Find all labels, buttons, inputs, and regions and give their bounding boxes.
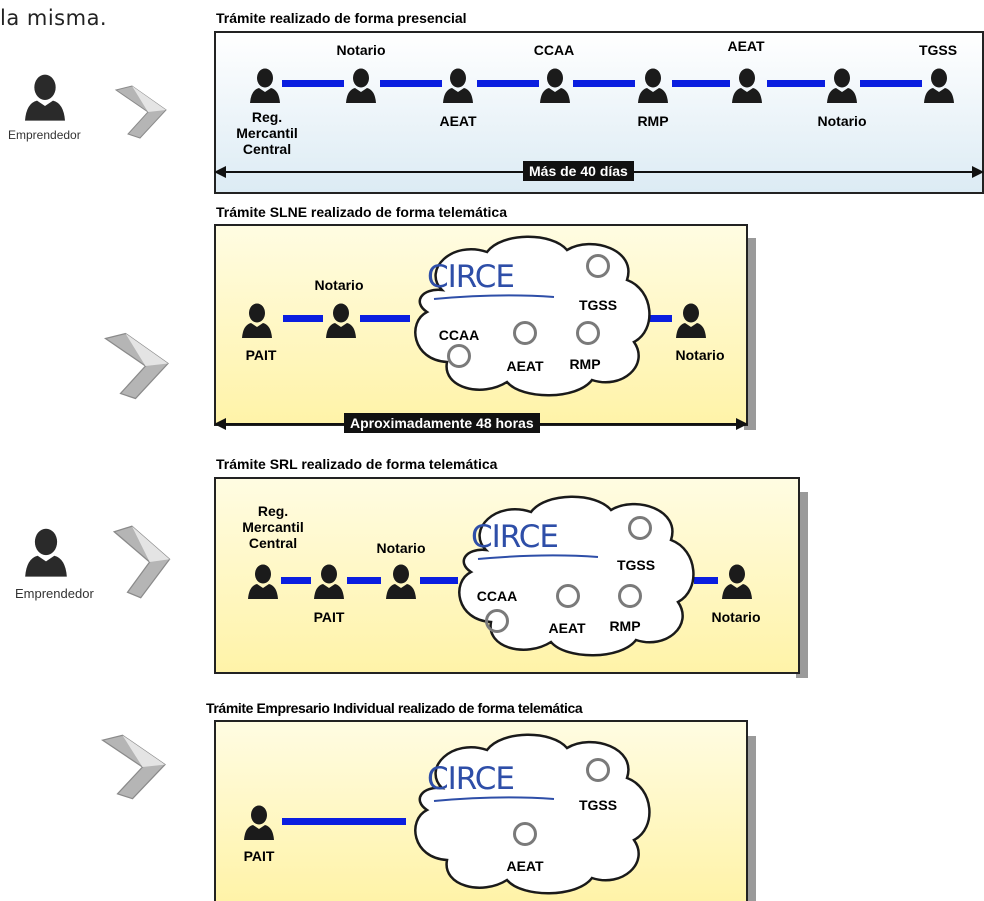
node-label-rmp: RMP (637, 113, 669, 129)
node-label-aeat: AEAT (506, 358, 544, 374)
node-label-reg-mercantil: Reg. Mercantil Central (242, 503, 304, 551)
link (672, 80, 730, 87)
person-icon (827, 68, 857, 103)
emprendedor-label: Emprendedor (8, 128, 81, 142)
node-label-notario: Notario (817, 113, 867, 129)
link (281, 577, 311, 584)
node-label-pait: PAIT (245, 347, 277, 363)
node-label-aeat: AEAT (548, 620, 586, 636)
node-circle (447, 344, 471, 368)
node-label-aeat: AEAT (439, 113, 477, 129)
node-label-rmp: RMP (609, 618, 641, 634)
circe-swoosh (433, 796, 555, 802)
node-label-ccaa: CCAA (533, 42, 575, 58)
arrow-icon (114, 85, 167, 139)
node-label-notario: Notario (314, 277, 364, 293)
duration-label: Más de 40 días (523, 161, 634, 181)
duration-label: Aproximadamente 48 horas (344, 413, 540, 433)
node-label-tgss: TGSS (578, 297, 618, 313)
link (573, 80, 635, 87)
link (694, 577, 718, 584)
link (477, 80, 539, 87)
link (282, 80, 344, 87)
circe-swoosh (433, 294, 555, 300)
person-icon (443, 68, 473, 103)
node-circle (556, 584, 580, 608)
node-label-tgss: TGSS (578, 797, 618, 813)
section-title-srl: Trámite SRL realizado de forma telemátic… (216, 456, 498, 472)
node-circle (586, 254, 610, 278)
node-circle (576, 321, 600, 345)
person-icon (346, 68, 376, 103)
arrow-icon (104, 332, 169, 400)
link (650, 315, 672, 322)
circe-logo: CIRCE (427, 761, 515, 797)
circe-logo: CIRCE (471, 519, 559, 555)
node-label-notario: Notario (376, 540, 426, 556)
link (282, 818, 406, 825)
person-icon (326, 303, 356, 338)
section-title-presencial: Trámite realizado de forma presencial (216, 10, 467, 26)
node-label-reg-mercantil: Reg. Mercantil Central (236, 109, 298, 157)
node-label-aeat: AEAT (506, 858, 544, 874)
node-label-ccaa: CCAA (476, 588, 518, 604)
person-icon (314, 564, 344, 599)
section-title-slne: Trámite SLNE realizado de forma telemáti… (216, 204, 507, 220)
link (767, 80, 825, 87)
person-icon (732, 68, 762, 103)
person-icon (924, 68, 954, 103)
arrow-icon (112, 525, 171, 599)
link (360, 315, 410, 322)
node-label-aeat: AEAT (727, 38, 765, 54)
emprendedor-icon (25, 528, 67, 577)
person-icon (242, 303, 272, 338)
node-circle (485, 609, 509, 633)
link (347, 577, 381, 584)
node-circle (586, 758, 610, 782)
link (860, 80, 922, 87)
node-label-rmp: RMP (569, 356, 601, 372)
arrow-icon (101, 734, 166, 800)
person-icon (638, 68, 668, 103)
section-title-empresario: Trámite Empresario Individual realizado … (206, 700, 583, 716)
person-icon (386, 564, 416, 599)
link (283, 315, 323, 322)
node-circle (618, 584, 642, 608)
node-label-pait: PAIT (243, 848, 275, 864)
person-icon (250, 68, 280, 103)
person-icon (676, 303, 706, 338)
circe-cloud (414, 235, 651, 397)
node-circle (513, 321, 537, 345)
person-icon (244, 805, 274, 840)
node-label-pait: PAIT (313, 609, 345, 625)
link (420, 577, 458, 584)
emprendedor-label: Emprendedor (15, 586, 94, 601)
node-label-notario: Notario (711, 609, 761, 625)
node-circle (628, 516, 652, 540)
node-label-notario: Notario (336, 42, 386, 58)
link (380, 80, 442, 87)
node-circle (513, 822, 537, 846)
node-label-notario: Notario (675, 347, 725, 363)
node-label-ccaa: CCAA (438, 327, 480, 343)
person-icon (540, 68, 570, 103)
circe-logo: CIRCE (427, 259, 515, 295)
node-label-tgss: TGSS (918, 42, 958, 58)
person-icon (722, 564, 752, 599)
emprendedor-icon (25, 74, 65, 121)
node-label-tgss: TGSS (616, 557, 656, 573)
top-text: la misma. (0, 6, 108, 30)
person-icon (248, 564, 278, 599)
circe-swoosh (477, 554, 599, 560)
